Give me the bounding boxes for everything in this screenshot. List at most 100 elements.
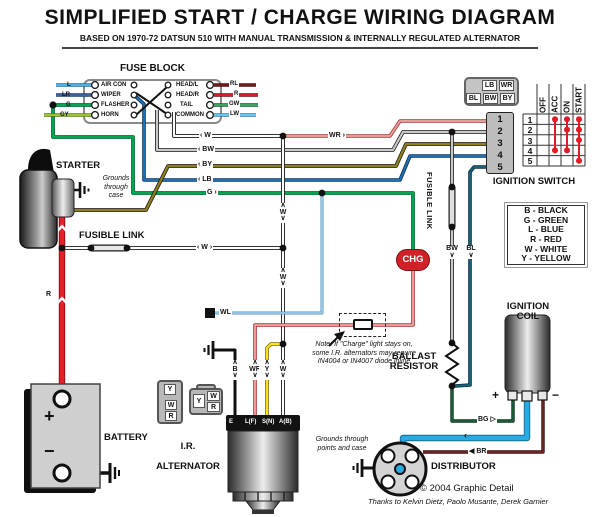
grounds-points-note: Grounds through points and case [315, 436, 369, 452]
wire-label-y-alt: ∧ Y ∨ [259, 359, 275, 380]
terminal-5: 5 [497, 162, 503, 173]
alt-terminal-ab: A(B) [279, 419, 292, 425]
wire-label-b-alt: ∧ B ∨ [227, 359, 243, 380]
table-row-1: 1 [527, 115, 533, 125]
fuse-air-con: AIR CON [101, 82, 127, 88]
conn-bl: BL [466, 93, 481, 104]
battery-plus: + [44, 406, 55, 426]
conn-wr: WR [499, 80, 514, 91]
coil-plus: + [492, 388, 500, 402]
wire-label-w-link: ‹ W › [196, 244, 214, 251]
table-row-2: 2 [527, 125, 533, 135]
wire-label-w-top: ‹ W [199, 132, 212, 139]
fuse-head-l: HEAD/L [176, 82, 199, 88]
wire-label-by-top: ‹ BY [197, 161, 213, 168]
alt-terminal-e: E [229, 419, 234, 425]
starter-graphic [19, 148, 75, 249]
battery-graphic [24, 383, 101, 493]
terminal-4: 4 [497, 150, 503, 161]
fuse-horn: HORN [101, 112, 119, 118]
alternator-ground-icon [203, 341, 215, 359]
ballast-resistor-label: BALLAST RESISTOR [389, 351, 439, 372]
ignition-switch-label: IGNITION SWITCH [492, 176, 576, 187]
starter-ground-icon [78, 182, 90, 198]
terminal-1: 1 [497, 114, 503, 125]
fuse-tail: TAIL [180, 102, 193, 108]
alternator-label-line1: I.R. [180, 441, 196, 452]
grounds-case-note: Grounds through case [102, 175, 130, 199]
alt-terminal-lf: L(F) [245, 419, 257, 425]
alternator-graphic [226, 415, 300, 514]
battery-minus: − [44, 441, 55, 461]
wires-group [44, 83, 545, 475]
diode-icon [353, 319, 373, 330]
legend-item: B - BLACK [524, 205, 568, 216]
starter-label: STARTER [56, 160, 101, 171]
charge-lamp: CHG [396, 249, 430, 271]
copyright: © 2004 Graphic Detail [420, 483, 514, 494]
title-divider [62, 47, 538, 49]
fuse-head-r: HEAD/R [176, 92, 200, 98]
wire-label-br: ◀ BR [468, 448, 488, 455]
alternator-label: I.R. ALTERNATOR [148, 432, 228, 482]
connector-plug-2-ridge [196, 384, 216, 390]
plug2-y: Y [193, 394, 205, 408]
wire-label-lb-top: ‹ LB [197, 176, 213, 183]
wire-label-r-battery: R [46, 291, 52, 298]
legend-item: R - RED [530, 234, 562, 244]
red-wire-arrow-icon [55, 296, 69, 306]
alt-terminal-sn: S(N) [262, 419, 275, 425]
battery-label: BATTERY [104, 432, 148, 443]
wire-label-w-vertical: ∧ W ∨ [275, 202, 291, 223]
fuse-flasher: FLASHER [101, 102, 130, 108]
wl-terminal [205, 308, 215, 318]
ignition-terminal-strip: 1 2 3 4 5 [486, 112, 514, 174]
table-row-3: 3 [527, 136, 533, 146]
table-col-acc: ACC [550, 95, 560, 113]
page-subtitle: BASED ON 1970-72 DATSUN 510 WITH MANUAL … [79, 33, 521, 43]
ignition-coil-graphic [504, 314, 551, 402]
page-title: SIMPLIFIED START / CHARGE WIRING DIAGRAM [44, 6, 556, 29]
plug1-r: R [165, 411, 177, 421]
color-legend-inner: B - BLACK G - GREEN L - BLUE R - RED W -… [507, 205, 585, 265]
fuse-block [83, 79, 222, 124]
wire-label-bl-vertical: BL ∨ [463, 245, 479, 259]
wire-label-bw-top: ‹ BW [197, 146, 215, 153]
distributor-label: DISTRIBUTOR [431, 461, 496, 472]
wire-label-bg: BG ▷ [477, 416, 497, 423]
alternator-label-line2: ALTERNATOR [156, 461, 220, 472]
wire-label-gy: GY [60, 112, 69, 118]
plug2-r: R [207, 402, 220, 412]
ballast-resistor-symbol [444, 342, 460, 386]
wire-label-w-vertical-2: ∧ W ∨ [275, 267, 291, 288]
ground-symbols [78, 182, 364, 483]
charge-note: Note: If "Charge" light stays on, some I… [312, 341, 416, 365]
wire-label-r: R [233, 91, 240, 98]
battery-ground-icon [108, 463, 120, 483]
wire-label-wl: WL [219, 309, 232, 316]
fuse-common: COMMON [176, 112, 204, 118]
fusible-link-right-label: FUSIBLE LINK [425, 172, 434, 230]
credits: Thanks to Kelvin Dietz, Paolo Musante, D… [368, 497, 549, 506]
table-col-off: OFF [538, 97, 548, 113]
fuse-block-interior [90, 80, 215, 120]
legend-item: L - BLUE [528, 224, 564, 235]
legend-item: G - GREEN [523, 214, 569, 225]
fuse-wiper: WIPER [101, 92, 121, 98]
plug1-y: Y [164, 384, 176, 395]
legend-item: W - WHITE [524, 243, 568, 254]
junction-dots [49, 101, 456, 390]
distributor-ground-icon [352, 459, 364, 477]
plug1-w: W [165, 400, 177, 410]
ignition-coil-label: IGNITION COIL [506, 301, 550, 322]
wire-label-g: G [66, 102, 71, 108]
conn-lb: LB [482, 80, 497, 91]
conn-bw: BW [483, 93, 498, 104]
wire-label-w-alt: ∧ W ∨ [275, 359, 291, 380]
terminal-3: 3 [497, 138, 503, 149]
wire-label-lr: LR [62, 92, 70, 98]
wire-label-lw: LW [229, 111, 240, 118]
wire-label-bw-vertical: BW ∨ [444, 245, 460, 259]
fuse-block-label: FUSE BLOCK [120, 63, 185, 74]
